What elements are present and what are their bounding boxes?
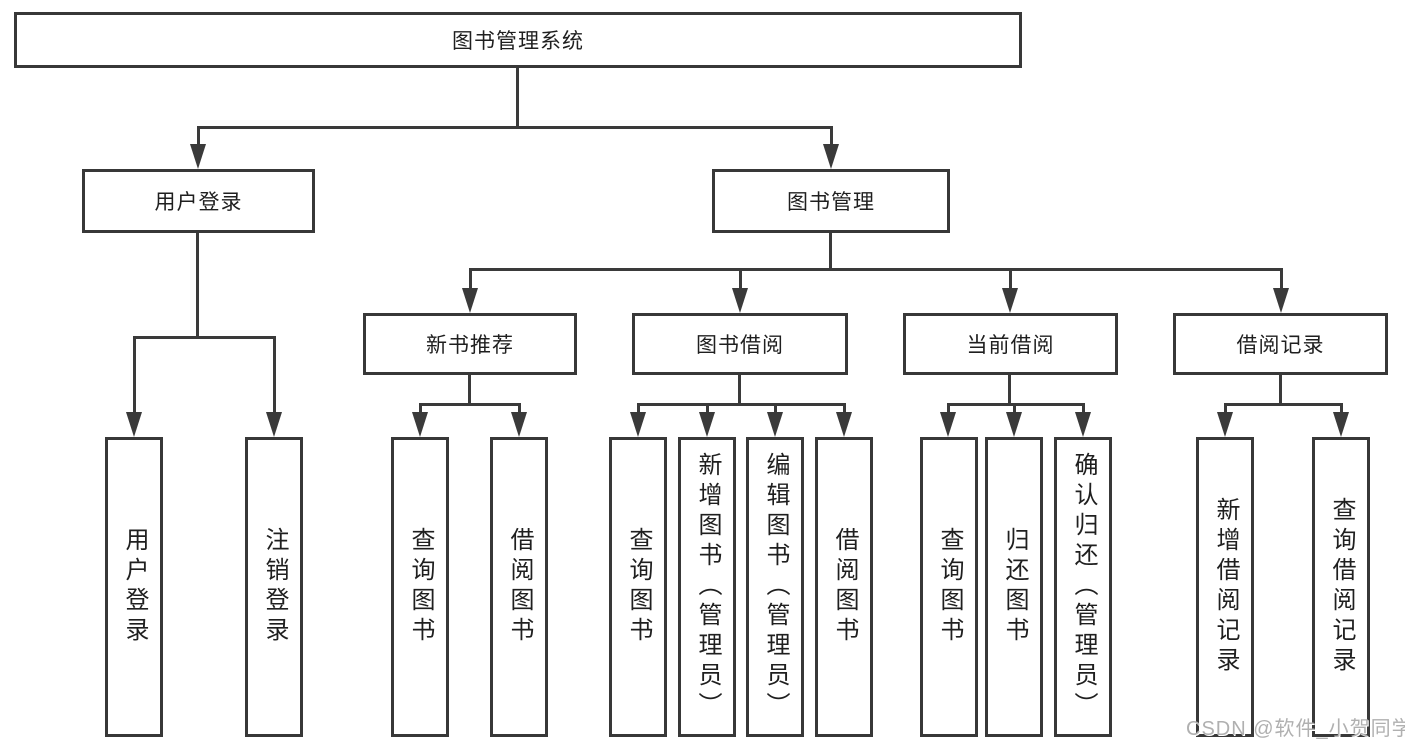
node-book-management: 图书管理 [712, 169, 950, 233]
leaf-query-borrow-record: 查询借阅记录 [1312, 437, 1370, 737]
leaf-label: 确认归还（管理员） [1070, 452, 1097, 722]
arrow-shaft [946, 405, 950, 417]
leaf-logout: 注销登录 [245, 437, 303, 737]
arrow-shaft [1339, 405, 1343, 417]
connector-vline [516, 66, 519, 128]
arrow-down-icon [511, 412, 527, 437]
arrow-down-icon [823, 144, 839, 169]
leaf-label: 注销登录 [261, 527, 288, 647]
arrow-shaft [829, 128, 833, 149]
arrow-shaft [738, 270, 742, 293]
arrow-down-icon [630, 412, 646, 437]
arrow-shaft [196, 128, 200, 149]
arrow-down-icon [126, 412, 142, 437]
arrow-down-icon [412, 412, 428, 437]
node-label: 图书管理系统 [452, 30, 584, 53]
connector-hline [196, 125, 833, 129]
arrow-shaft [636, 405, 640, 417]
node-new-book-recommendation: 新书推荐 [363, 313, 577, 375]
arrow-down-icon [1273, 288, 1289, 313]
arrow-down-icon [266, 412, 282, 437]
connector-vline [738, 375, 741, 406]
arrow-shaft [773, 405, 777, 417]
arrow-shaft [1081, 405, 1085, 417]
arrow-shaft [1008, 270, 1012, 293]
leaf-label: 借阅图书 [506, 527, 533, 647]
arrow-down-icon [462, 288, 478, 313]
arrow-down-icon [836, 412, 852, 437]
leaf-user-login: 用户登录 [105, 437, 163, 737]
leaf-label: 用户登录 [121, 527, 148, 647]
arrow-down-icon [1333, 412, 1349, 437]
leaf-label: 编辑图书（管理员） [762, 452, 789, 722]
node-current-borrowing: 当前借阅 [903, 313, 1118, 375]
leaf-label: 查询图书 [625, 527, 652, 647]
leaf-label: 归还图书 [1001, 527, 1028, 647]
connector-hline [636, 403, 846, 406]
arrow-down-icon [1075, 412, 1091, 437]
node-user-login: 用户登录 [82, 169, 315, 233]
arrow-down-icon [190, 144, 206, 169]
leaf-add-book-admin: 新增图书（管理员） [678, 437, 736, 737]
arrow-shaft [468, 270, 472, 293]
leaf-return-book: 归还图书 [985, 437, 1043, 737]
watermark: CSDN @软件_小贺同学 [1186, 718, 1405, 740]
arrow-down-icon [699, 412, 715, 437]
leaf-label: 新增图书（管理员） [694, 452, 721, 722]
connector-hline [946, 403, 1085, 406]
node-label: 借阅记录 [1236, 334, 1325, 357]
node-label: 图书借阅 [696, 334, 784, 357]
leaf-confirm-return-admin: 确认归还（管理员） [1054, 437, 1112, 737]
node-label: 当前借阅 [966, 334, 1055, 357]
arrow-shaft [132, 338, 136, 417]
leaf-borrow-books: 借阅图书 [815, 437, 873, 737]
node-borrowing-records: 借阅记录 [1173, 313, 1388, 375]
arrow-down-icon [940, 412, 956, 437]
connector-vline [196, 233, 199, 339]
connector-vline [468, 375, 471, 406]
leaf-label: 查询图书 [407, 527, 434, 647]
arrow-shaft [705, 405, 709, 417]
leaf-edit-book-admin: 编辑图书（管理员） [746, 437, 804, 737]
node-label: 用户登录 [154, 191, 243, 214]
arrow-down-icon [1002, 288, 1018, 313]
connector-vline [1279, 375, 1282, 406]
leaf-label: 借阅图书 [831, 527, 858, 647]
leaf-label: 新增借阅记录 [1212, 497, 1239, 677]
arrow-shaft [517, 405, 521, 417]
node-label: 图书管理 [787, 191, 875, 214]
arrow-down-icon [732, 288, 748, 313]
node-library-management-system: 图书管理系统 [14, 12, 1022, 68]
arrow-shaft [842, 405, 846, 417]
arrow-shaft [1223, 405, 1227, 417]
leaf-borrow-books-recommend: 借阅图书 [490, 437, 548, 737]
arrow-shaft [1279, 270, 1283, 293]
connector-hline [468, 268, 1283, 271]
arrow-shaft [272, 338, 276, 417]
arrow-down-icon [767, 412, 783, 437]
leaf-query-books-current: 查询图书 [920, 437, 978, 737]
leaf-query-books-borrow: 查询图书 [609, 437, 667, 737]
arrow-shaft [1012, 405, 1016, 417]
arrow-down-icon [1217, 412, 1233, 437]
arrow-down-icon [1006, 412, 1022, 437]
connector-vline [829, 233, 832, 271]
leaf-query-books-recommend: 查询图书 [391, 437, 449, 737]
node-book-borrowing: 图书借阅 [632, 313, 848, 375]
connector-hline [418, 403, 521, 406]
leaf-label: 查询图书 [936, 527, 963, 647]
node-label: 新书推荐 [426, 334, 514, 357]
connector-vline [1008, 375, 1011, 406]
leaf-add-borrow-record: 新增借阅记录 [1196, 437, 1254, 737]
leaf-label: 查询借阅记录 [1328, 497, 1355, 677]
connector-hline [1223, 403, 1343, 406]
arrow-shaft [418, 405, 422, 417]
connector-hline [132, 336, 276, 339]
